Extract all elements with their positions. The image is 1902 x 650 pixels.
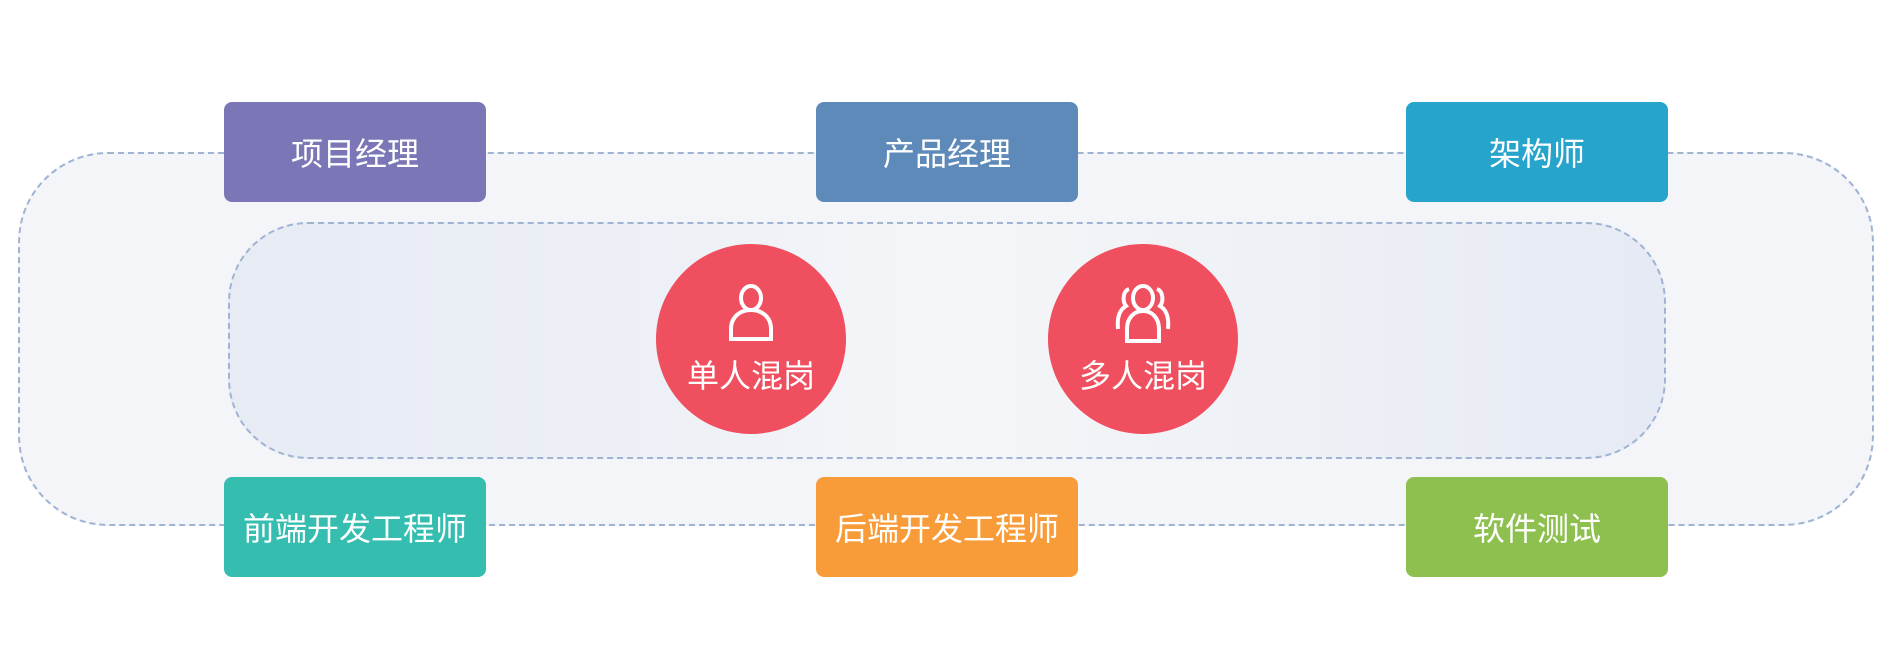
multi-user-icon [1115,284,1171,343]
single-user-icon [729,284,773,341]
role-frontend-engineer: 前端开发工程师 [224,477,486,577]
role-backend-engineer: 后端开发工程师 [816,477,1078,577]
single-mode-label: 单人混岗 [686,357,815,395]
role-project-manager: 项目经理 [224,102,486,202]
multi-mode-circle: 多人混岗 [1048,244,1238,434]
role-product-manager: 产品经理 [816,102,1078,202]
single-mode-circle: 单人混岗 [656,244,846,434]
role-software-tester: 软件测试 [1406,477,1668,577]
inner-frame [228,222,1666,459]
role-architect: 架构师 [1406,102,1668,202]
multi-mode-label: 多人混岗 [1078,357,1207,395]
